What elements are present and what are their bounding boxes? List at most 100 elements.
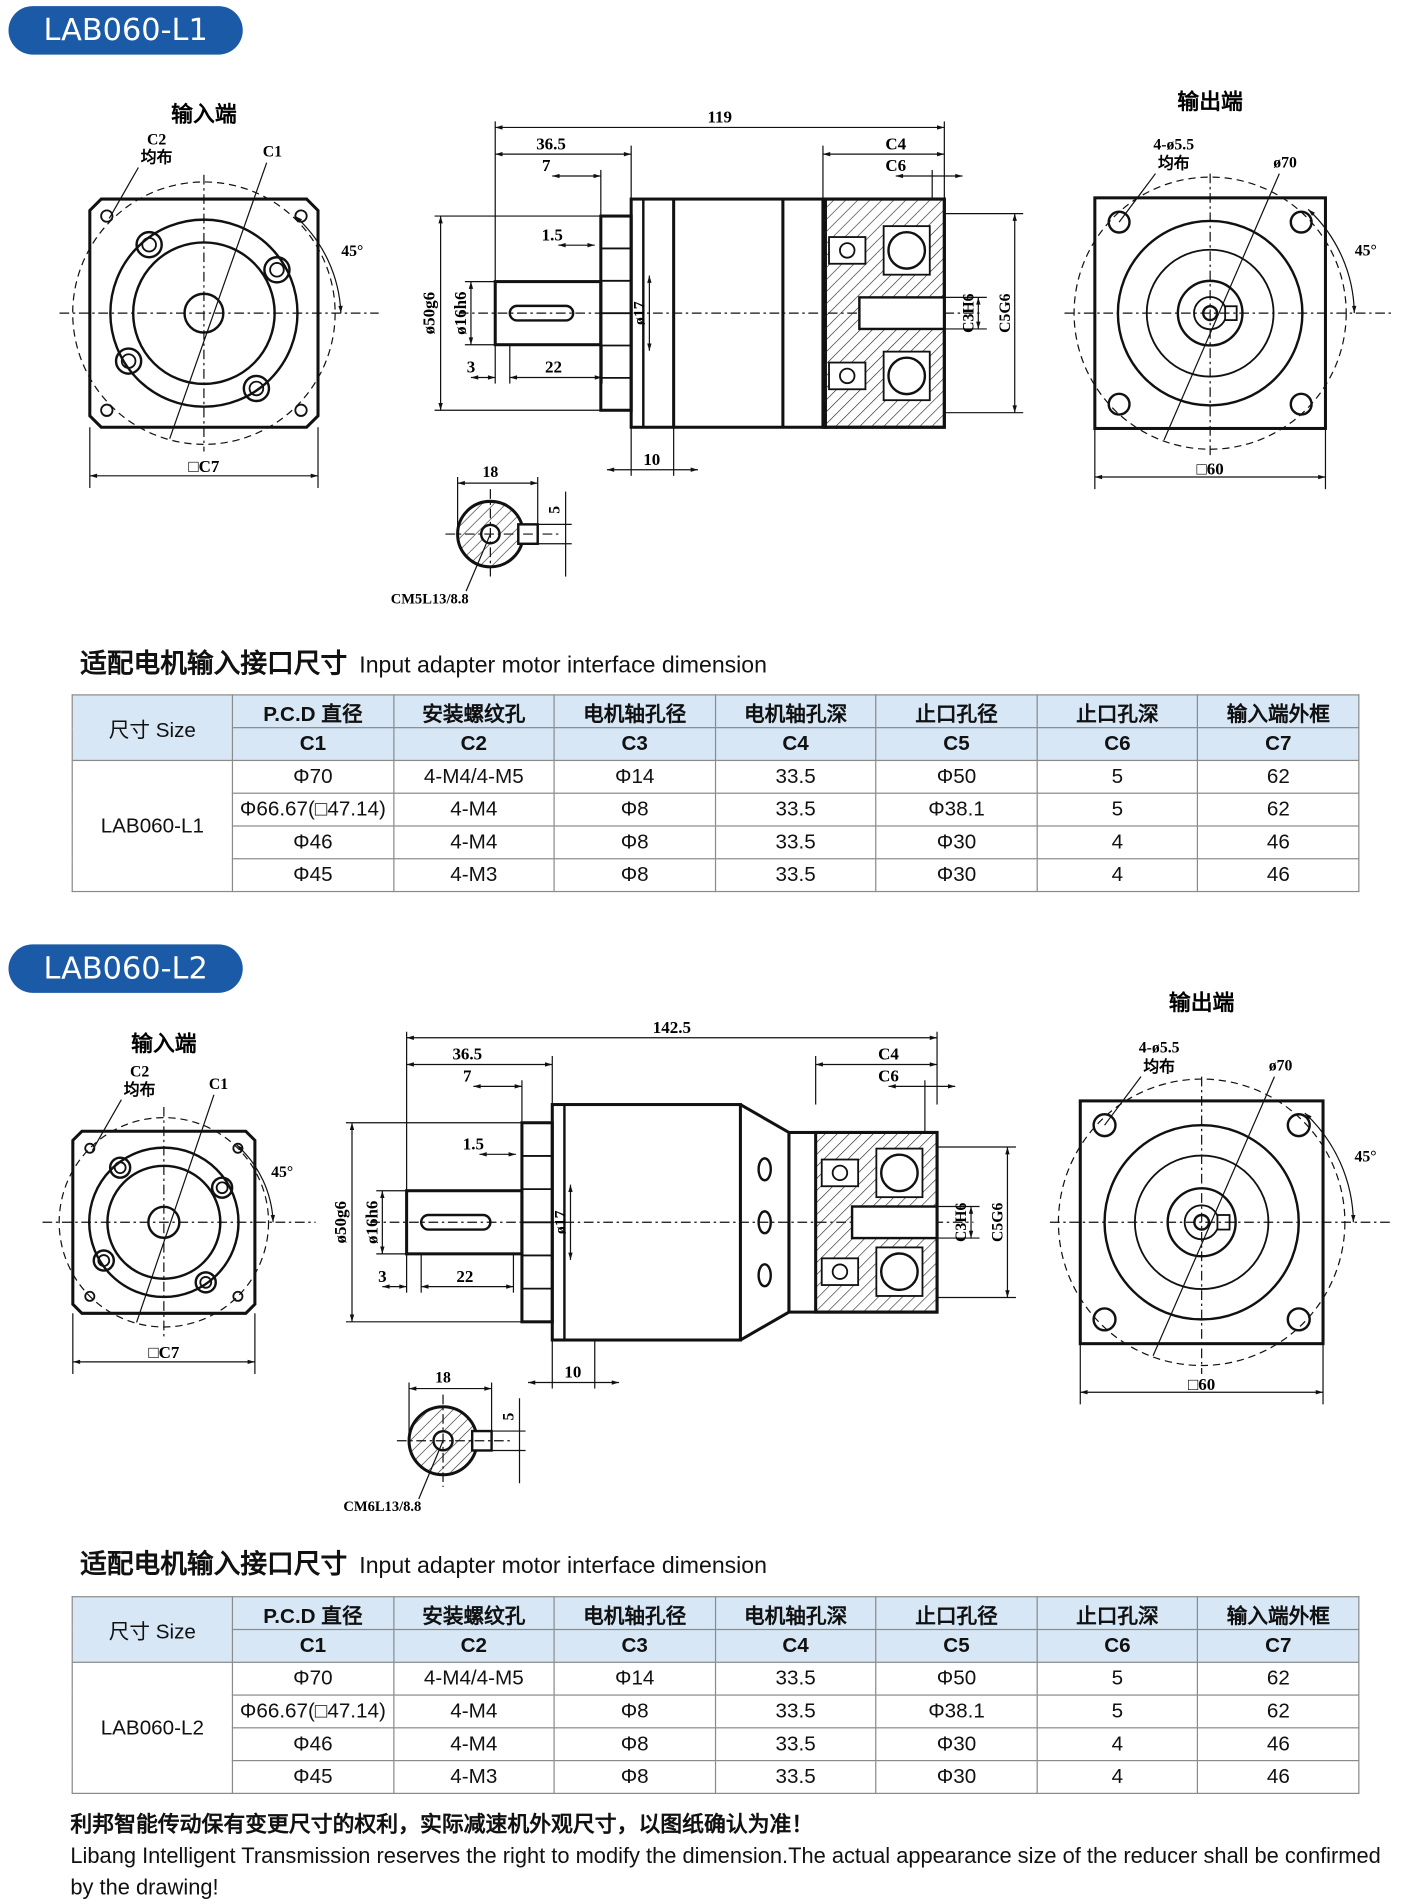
- footer-note: 利邦智能传动保有变更尺寸的权利，实际减速机外观尺寸，以图纸确认为准！ Liban…: [70, 1809, 1408, 1904]
- column-code: C4: [714, 1628, 877, 1663]
- dim-36-5-label: 36.5: [452, 1045, 482, 1064]
- c7-label: □C7: [148, 1343, 180, 1362]
- table-cell: 33.5: [714, 1727, 877, 1762]
- table-cell: 5: [1036, 792, 1199, 827]
- key-width-18-label: 18: [435, 1370, 451, 1387]
- table-cell: 4-M3: [392, 858, 555, 893]
- key-height-5-label: 5: [500, 1412, 517, 1420]
- table-cell: Φ46: [231, 825, 394, 860]
- column-code: C5: [875, 727, 1038, 762]
- output-square-label: □60: [1197, 460, 1224, 479]
- table-cell: 33.5: [714, 1694, 877, 1729]
- angle-45-label: 45°: [271, 1164, 293, 1181]
- table-cell: 5: [1036, 759, 1199, 794]
- dim-1-5-label: 1.5: [542, 225, 563, 244]
- table-cell: 4: [1036, 825, 1199, 860]
- column-header: P.C.D 直径: [231, 694, 394, 729]
- c7-label: □C7: [188, 457, 220, 476]
- table-cell: 5: [1036, 1661, 1199, 1696]
- column-header: P.C.D 直径: [231, 1596, 394, 1631]
- output-end-title: 输出端: [1177, 89, 1243, 114]
- evenly-distributed-label: 均布: [1158, 154, 1190, 173]
- c2-label: C2: [147, 131, 166, 148]
- dim-3-label: 3: [378, 1267, 387, 1286]
- dia-17-label: ø17: [553, 1210, 570, 1234]
- table-cell: 33.5: [714, 1759, 877, 1794]
- table-cell: 4-M4: [392, 1694, 555, 1729]
- table-cell: 4: [1036, 858, 1199, 893]
- c6-label: C6: [878, 1066, 899, 1085]
- c6-label: C6: [885, 156, 906, 175]
- output-square-label: □60: [1188, 1375, 1215, 1394]
- angle-45-label: 45°: [1354, 1149, 1376, 1166]
- table-cell: Φ8: [553, 825, 716, 860]
- table-title-cn: 适配电机输入接口尺寸: [80, 648, 348, 679]
- table-cell: Φ14: [553, 759, 716, 794]
- table-cell: Φ30: [875, 825, 1038, 860]
- c1-label: C1: [209, 1076, 228, 1093]
- table-cell: Φ8: [553, 1759, 716, 1794]
- table-cell: Φ30: [875, 858, 1038, 893]
- table-cell: 33.5: [714, 858, 877, 893]
- model-badge-l1: LAB060-L1: [8, 6, 243, 55]
- table-title-cn: 适配电机输入接口尺寸: [80, 1548, 348, 1580]
- column-header: 输入端外框: [1197, 1596, 1360, 1631]
- c4-label: C4: [878, 1045, 899, 1064]
- table-cell: 46: [1197, 825, 1360, 860]
- center-thread-label: CM5L13/8.8: [391, 591, 469, 607]
- size-header-cell: 尺寸 Size: [71, 1596, 234, 1663]
- column-code: C6: [1036, 727, 1199, 762]
- input-end-title: 输入端: [171, 101, 237, 126]
- table-cell: 33.5: [714, 759, 877, 794]
- key-width-18-label: 18: [482, 464, 498, 481]
- column-code: C7: [1197, 1628, 1360, 1663]
- table-cell: Φ45: [231, 1759, 394, 1794]
- column-code: C5: [875, 1628, 1038, 1663]
- model-cell: LAB060-L2: [71, 1661, 234, 1794]
- table-cell: 33.5: [714, 792, 877, 827]
- mount-holes-label: 4-ø5.5: [1139, 1039, 1180, 1056]
- column-header: 输入端外框: [1197, 694, 1360, 729]
- dim-3-label: 3: [467, 358, 476, 377]
- table-cell: Φ46: [231, 1727, 394, 1762]
- column-header: 安装螺纹孔: [392, 694, 555, 729]
- key-height-5-label: 5: [547, 506, 564, 514]
- table-cell: 62: [1197, 1661, 1360, 1696]
- c1-label: C1: [263, 144, 282, 161]
- c5g6-label: C5G6: [990, 1202, 1007, 1242]
- model-badge-l2: LAB060-L2: [8, 944, 243, 993]
- table-cell: 4-M4: [392, 1727, 555, 1762]
- dia-16h6-label: ø16h6: [362, 1201, 381, 1244]
- dim-36-5-label: 36.5: [536, 134, 566, 153]
- table-cell: Φ8: [553, 1727, 716, 1762]
- dia-50g6-label: ø50g6: [331, 1201, 350, 1243]
- table-cell: Φ66.67(□47.14): [231, 792, 394, 827]
- table-cell: 33.5: [714, 1661, 877, 1696]
- center-thread-label: CM6L13/8.8: [343, 1499, 421, 1515]
- column-code: C6: [1036, 1628, 1199, 1663]
- table-cell: 62: [1197, 792, 1360, 827]
- table-cell: Φ70: [231, 759, 394, 794]
- output-pcd-label: ø70: [1273, 155, 1297, 172]
- table-cell: Φ8: [553, 858, 716, 893]
- footer-note-cn: 利邦智能传动保有变更尺寸的权利，实际减速机外观尺寸，以图纸确认为准！: [70, 1812, 814, 1837]
- evenly-distributed-label: 均布: [141, 148, 173, 167]
- table-cell: Φ70: [231, 1661, 394, 1696]
- table-cell: 62: [1197, 1694, 1360, 1729]
